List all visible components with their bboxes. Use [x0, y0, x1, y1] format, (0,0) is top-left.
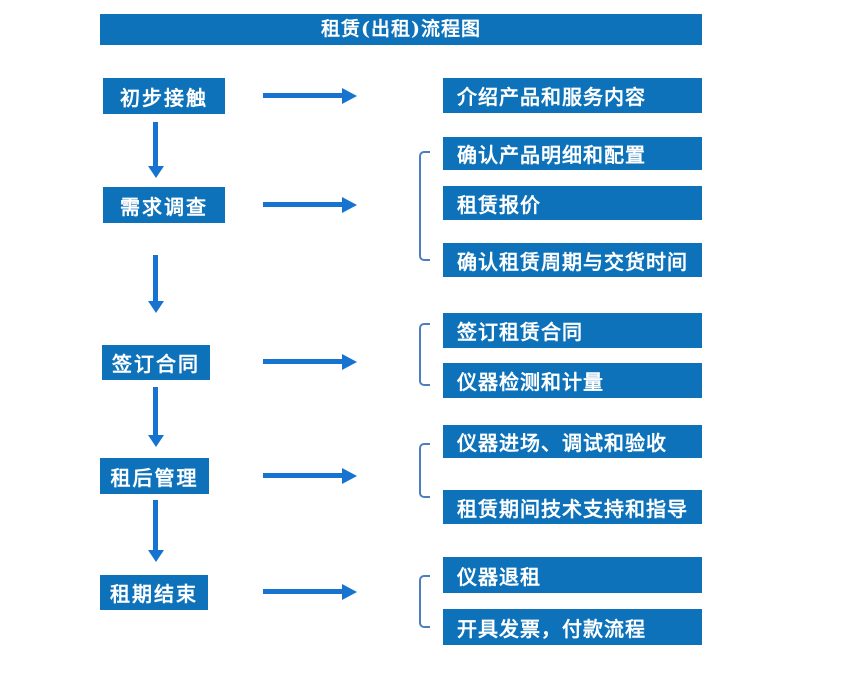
flow-title: 租赁(出租)流程图 — [100, 14, 702, 45]
detail-box-tech-support: 租赁期间技术支持和指导 — [443, 490, 702, 524]
arrow-head — [342, 88, 357, 104]
step-box-demand-survey: 需求调查 — [103, 187, 225, 223]
arrow-down-2 — [148, 255, 164, 313]
arrow-head — [148, 550, 164, 562]
step-box-sign-contract: 签订合同 — [102, 345, 210, 380]
arrow-shaft — [263, 359, 344, 364]
bracket-demand-survey-group — [419, 151, 430, 261]
arrow-head — [148, 166, 164, 178]
detail-box-instrument-return: 仪器退租 — [443, 557, 702, 593]
detail-box-intro-products: 介绍产品和服务内容 — [443, 78, 702, 113]
arrow-shaft — [153, 387, 158, 436]
arrow-shaft — [153, 255, 158, 302]
step-box-initial-contact: 初步接触 — [103, 78, 225, 114]
detail-box-confirm-product-details: 确认产品明细和配置 — [443, 137, 702, 170]
arrow-right-2 — [263, 197, 357, 213]
arrow-head — [342, 584, 357, 600]
arrow-down-1 — [148, 122, 164, 178]
arrow-head — [342, 468, 357, 484]
arrow-down-3 — [148, 387, 164, 447]
arrow-head — [148, 301, 164, 313]
arrow-shaft — [263, 93, 344, 98]
arrow-shaft — [263, 202, 344, 207]
arrow-right-4 — [263, 468, 357, 484]
arrow-head — [342, 197, 357, 213]
detail-box-invoice-payment: 开具发票，付款流程 — [443, 609, 702, 645]
arrow-shaft — [263, 589, 344, 594]
detail-box-confirm-rental-period: 确认租赁周期与交货时间 — [443, 243, 702, 277]
arrow-head — [148, 435, 164, 447]
arrow-down-4 — [148, 500, 164, 562]
arrow-head — [342, 354, 357, 370]
step-box-lease-end: 租期结束 — [100, 575, 208, 610]
detail-box-sign-rental-contract: 签订租赁合同 — [443, 313, 702, 348]
detail-box-rental-quote: 租赁报价 — [443, 186, 702, 220]
arrow-right-1 — [263, 88, 357, 104]
bracket-post-rental-group — [419, 443, 430, 498]
bracket-sign-contract-group — [419, 323, 430, 386]
arrow-right-3 — [263, 354, 357, 370]
detail-box-instrument-inspection: 仪器检测和计量 — [443, 363, 702, 398]
arrow-shaft — [153, 122, 158, 167]
arrow-shaft — [153, 500, 158, 551]
arrow-right-5 — [263, 584, 357, 600]
bracket-lease-end-group — [419, 575, 430, 628]
step-box-post-rental-management: 租后管理 — [100, 458, 209, 494]
detail-box-instrument-arrival: 仪器进场、调试和验收 — [443, 425, 702, 458]
arrow-shaft — [263, 473, 344, 478]
